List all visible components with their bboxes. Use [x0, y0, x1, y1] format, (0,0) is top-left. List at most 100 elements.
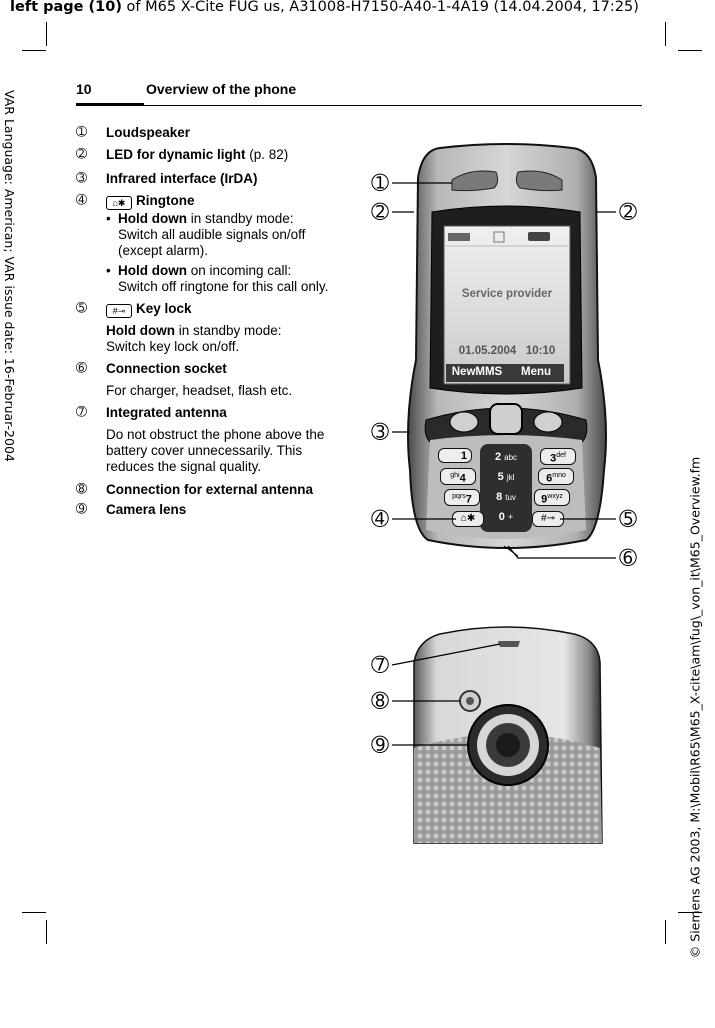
item-number: ➃ [76, 193, 87, 208]
item-title: Connection socket [106, 361, 227, 376]
item-body-text: battery cover unnecessarily. This [106, 443, 303, 458]
callout-integrated-antenna: ➆ [371, 653, 389, 677]
key-letters: mno [552, 472, 566, 479]
key-number: 1 [460, 450, 467, 462]
header-accent-rule [76, 103, 144, 106]
page-title: Overview of the phone [146, 81, 297, 97]
crop-mark [22, 50, 46, 51]
key-number: 2 [494, 451, 502, 463]
item-number: ➇ [76, 482, 87, 497]
bullet-rest: in standby mode: [186, 211, 294, 226]
item-body-text: reduces the signal quality. [106, 459, 262, 474]
crop-mark [22, 912, 46, 913]
bullet-icon: • [106, 263, 111, 278]
bullet-text: Hold down in standby mode: [118, 211, 294, 227]
bullet-line-text: (except alarm). [118, 243, 209, 258]
header-rule [76, 105, 642, 106]
keypad-center-column [480, 444, 532, 532]
key-9: 9wxyz [534, 489, 570, 506]
item-title: Infrared interface (IrDA) [106, 171, 258, 186]
key-letters: tuv [505, 493, 516, 502]
callout-camera-lens: ➈ [371, 733, 389, 757]
callout-led-right: ➁ [619, 200, 637, 224]
key-number: 4 [459, 472, 466, 485]
bullet-icon: • [106, 211, 111, 226]
item-number: ➁ [76, 147, 87, 162]
ringtone-key-icon: ⌂✱ [106, 196, 132, 210]
key-number: 6 [546, 472, 553, 485]
crop-mark [665, 920, 666, 944]
body-bold: Hold down [106, 323, 175, 338]
item-number: ➈ [76, 502, 87, 517]
print-header: left page (10) of M65 X-Cite FUG us, A31… [10, 0, 639, 15]
key-number: 5 [497, 471, 504, 483]
print-header-bold: left page (10) [10, 0, 122, 15]
key-number: 3 [550, 452, 557, 465]
nav-joystick [489, 403, 523, 435]
item-body-text: For charger, headset, flash etc. [106, 383, 293, 398]
item-title: #⊸Key lock [106, 301, 192, 318]
battery-cover-texture [414, 734, 602, 843]
callout-leaders [391, 182, 616, 746]
item-title-text: Ringtone [136, 193, 195, 208]
callout-external-antenna: ➇ [371, 689, 389, 713]
item-number: ➅ [76, 361, 87, 376]
softkey-left-label: NewMMS [451, 366, 503, 378]
callout-connection-socket: ➅ [619, 546, 637, 570]
phone-back-illustration [413, 626, 603, 844]
item-title-text: LED for dynamic light [106, 147, 246, 162]
callout-loudspeaker: ➀ [371, 171, 389, 195]
screen-provider-text: Service provider [461, 288, 553, 300]
callout-key-lock: ➄ [619, 507, 637, 531]
item-number: ➀ [76, 125, 87, 140]
key-number: 9 [541, 493, 548, 506]
key-hash: #⊸ [532, 511, 564, 527]
speaker-grille-left [451, 170, 499, 192]
integrated-antenna-slot [498, 641, 520, 647]
item-title: Integrated antenna [106, 405, 227, 420]
callout-ringtone-key: ➃ [371, 507, 389, 531]
item-body-text: Hold down in standby mode: [106, 323, 346, 339]
item-title: LED for dynamic light (p. 82) [106, 147, 288, 163]
leader-line [507, 545, 616, 559]
item-title-text: Key lock [136, 301, 192, 316]
screen-date-time: 01.05.2004 10:10 [458, 345, 556, 357]
external-antenna-port-core [466, 697, 474, 705]
gprs-icon [493, 231, 505, 243]
crop-mark [665, 22, 666, 46]
bullet-line-text: Switch all audible signals on/off [118, 227, 306, 242]
crop-mark [46, 920, 47, 944]
key-5: 5 jkl [484, 470, 528, 485]
key-0: 0 + [484, 510, 528, 525]
softkey-right-label: Menu [520, 366, 552, 378]
callout-infrared: ➂ [371, 420, 389, 444]
display [443, 225, 571, 385]
speaker-grille-right [515, 170, 563, 192]
softkey-bar [446, 364, 564, 382]
print-header-rest: of M65 X-Cite FUG us, A31008-H7150-A40-1… [121, 0, 639, 15]
body-rest: in standby mode: [174, 323, 282, 338]
key-7: pqrs7 [444, 489, 480, 506]
item-title: Camera lens [106, 502, 187, 517]
leader-line [391, 643, 501, 666]
crop-mark [678, 50, 702, 51]
page-number: 10 [76, 81, 92, 97]
key-number: 7 [465, 493, 472, 506]
key-3: 3def [540, 448, 576, 465]
item-number: ➆ [76, 405, 87, 420]
key-2: 2 abc [484, 450, 528, 465]
key-letters: def [556, 452, 566, 459]
key-letters: wxyz [547, 493, 563, 500]
key-6: 6mno [538, 468, 574, 485]
key-letters: pqrs [452, 493, 466, 500]
crop-mark [678, 912, 702, 913]
item-title: ⌂✱ Ringtone [106, 193, 195, 210]
bullet-line-text: Switch off ringtone for this call only. [118, 279, 329, 294]
bullet-bold: Hold down [118, 211, 187, 226]
callout-led-left: ➁ [371, 200, 389, 224]
end-key [533, 411, 563, 433]
signal-icon [448, 233, 470, 241]
key-letters: abc [504, 453, 518, 462]
key-letters: + [507, 512, 514, 522]
battery-icon [528, 232, 550, 241]
